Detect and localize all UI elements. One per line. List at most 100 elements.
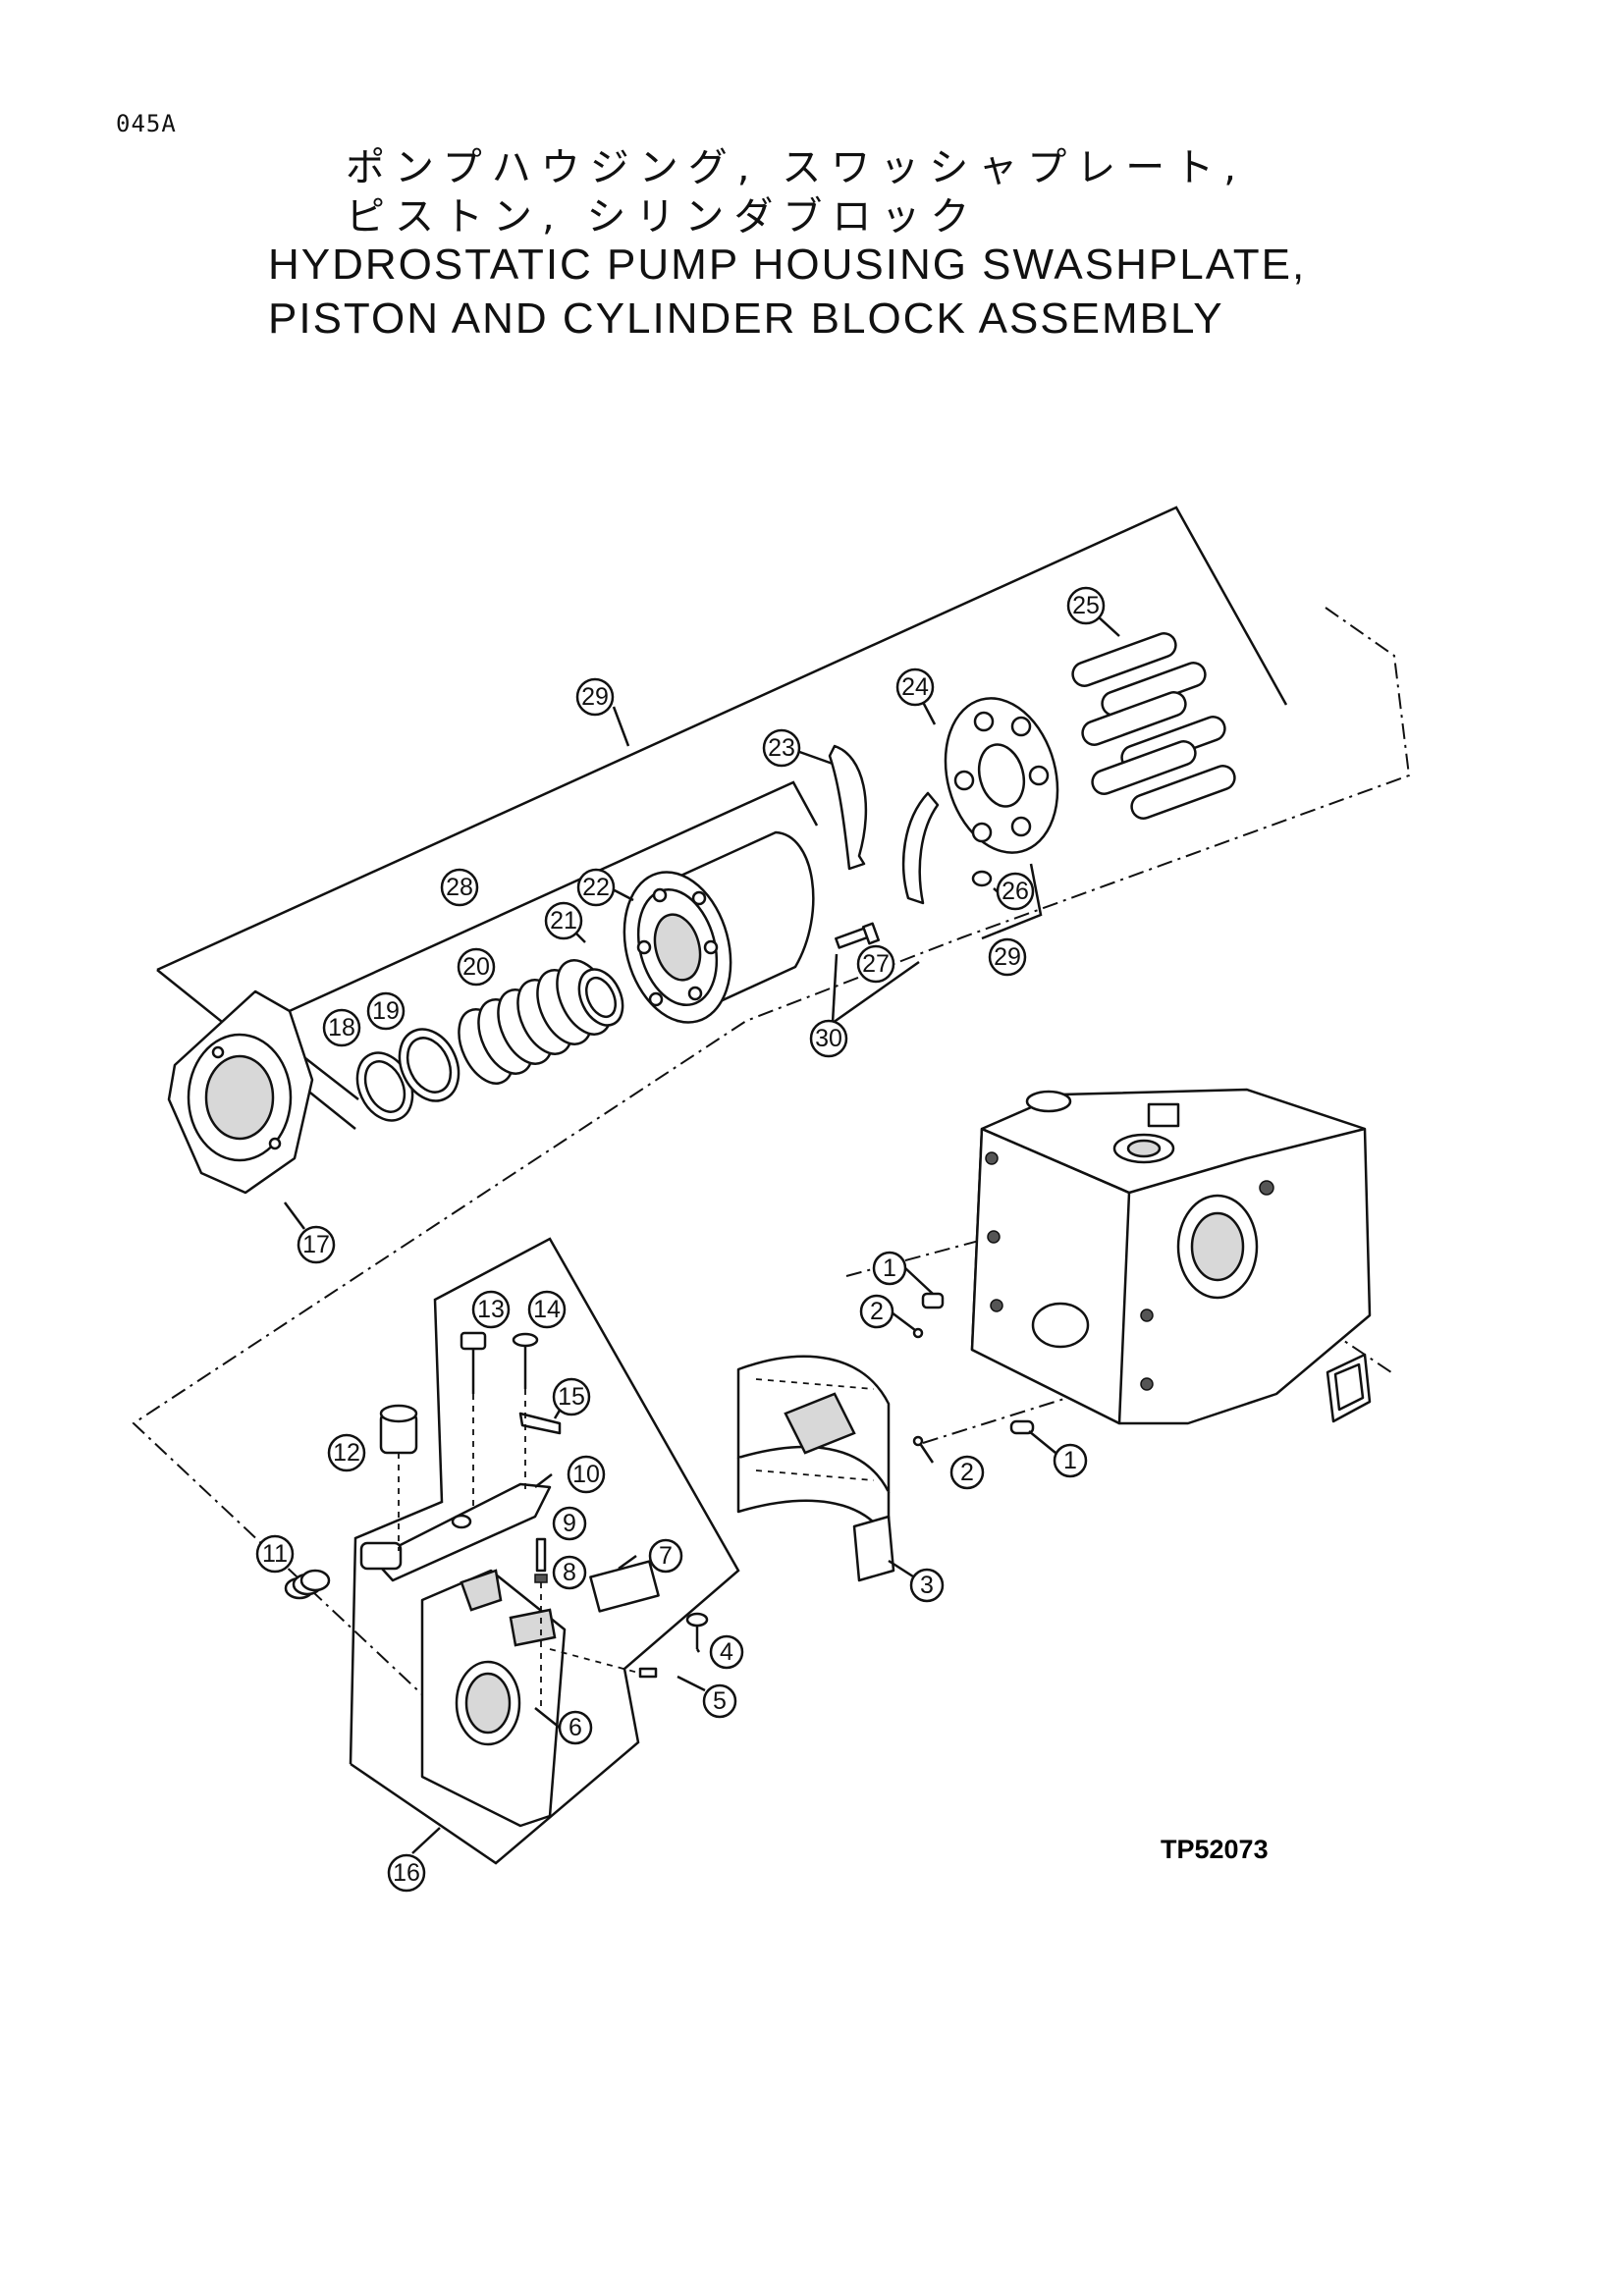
callout-label: 15 [558,1383,585,1411]
callout-5: 5 [702,1683,737,1719]
drawing-code: TP52073 [1161,1835,1269,1864]
callout-9: 9 [552,1506,587,1541]
callout-1: 1 [872,1251,907,1286]
callout-label: 17 [302,1231,330,1258]
callout-label: 7 [659,1542,673,1570]
callout-12: 12 [327,1433,366,1472]
callout-label: 5 [713,1687,727,1715]
slider-part-7 [589,1560,660,1613]
callout-label: 21 [550,907,577,934]
title-en-line-2: PISTON AND CYLINDER BLOCK ASSEMBLY [268,294,1224,343]
callout-label: 8 [563,1559,576,1586]
title-jp-line-1: ポンプハウジング, スワッシャプレート, [346,145,1246,190]
pin-part-9 [535,1537,547,1573]
callout-22: 22 [576,868,616,907]
callout-label: 1 [883,1255,896,1282]
callout-21: 21 [544,901,583,940]
bolt-part-13 [460,1331,487,1394]
callout-16: 16 [387,1853,426,1893]
retainer-part [828,744,868,871]
swashplate-part [420,1569,567,1828]
pump-housing-part [970,1088,1372,1425]
shoe-plate-part [944,697,1059,854]
callout-label: 29 [581,683,609,711]
callout-18: 18 [322,1008,361,1047]
housing-cover-plate [1326,1353,1372,1423]
callout-label: 19 [372,997,400,1025]
callout-13: 13 [471,1290,511,1329]
group-bracket-29-lower [981,863,1043,940]
callout-4: 4 [709,1634,744,1670]
callout-label: 2 [870,1298,884,1325]
ring-parts-18-19 [355,1028,460,1122]
group-bracket-16 [349,1237,740,1865]
callout-label: 2 [960,1459,974,1486]
callout-8: 8 [552,1555,587,1590]
callout-label: 1 [1063,1447,1077,1474]
alignment-line [922,1393,1081,1444]
leader-30 [831,953,920,1025]
lever-part-10 [359,1482,552,1582]
cradle-bearing-part [736,1355,895,1582]
alignment-line [549,1648,639,1674]
callout-7: 7 [648,1538,683,1574]
callout-label: 28 [446,874,473,901]
callout-label: 24 [901,673,929,701]
callout-label: 30 [815,1025,842,1052]
callout-23: 23 [762,728,801,768]
washer-part [577,968,624,1027]
retainer-part-2 [902,791,940,905]
page-id: 045A [116,110,177,137]
plug-part [971,870,993,887]
callout-label: 20 [462,953,490,981]
callout-27: 27 [856,944,895,984]
callout-15: 15 [552,1377,591,1416]
clip-part-15 [518,1412,562,1435]
callout-label: 12 [333,1439,360,1467]
callout-label: 26 [1001,878,1029,905]
callout-label: 14 [533,1296,561,1323]
callout-label: 29 [994,943,1021,971]
callout-17: 17 [297,1225,336,1264]
callout-2: 2 [949,1455,985,1490]
callout-30: 30 [809,1019,848,1058]
callout-19: 19 [366,991,406,1031]
callout-25: 25 [1066,586,1106,625]
callout-24: 24 [895,667,935,707]
title-jp-line-2: ピストン, シリンダブロック [346,194,980,240]
callout-label: 6 [568,1714,582,1741]
callout-20: 20 [457,947,496,987]
pistons-part [1071,632,1236,820]
bolt-part-4 [685,1612,709,1649]
callout-label: 10 [572,1461,600,1488]
port-plate-part [167,989,314,1195]
cylinder-block-part [623,830,815,1024]
callout-label: 23 [768,734,795,762]
callout-label: 16 [393,1859,420,1887]
callout-label: 9 [563,1510,576,1537]
screw-part-14 [512,1332,539,1389]
callout-29: 29 [575,677,615,717]
screw-part-27 [835,922,881,949]
callout-3: 3 [909,1568,945,1603]
callout-leaders [283,605,1120,1854]
spring-part-11 [284,1569,331,1600]
callout-10: 10 [567,1455,606,1494]
callout-label: 22 [582,874,610,901]
oring-part-2b [912,1435,924,1447]
callout-label: 3 [920,1572,934,1599]
nut-part-8 [534,1574,548,1583]
callout-1: 1 [1053,1443,1088,1478]
plug-part-1b [1009,1419,1035,1435]
pin-part-5 [638,1667,658,1679]
plug-part-1 [921,1292,945,1309]
oring-part-2 [912,1327,924,1339]
callout-label: 25 [1072,592,1100,619]
callout-label: 27 [862,950,890,978]
callout-label: 4 [720,1638,733,1666]
callout-28: 28 [440,868,479,907]
callout-label: 11 [262,1540,288,1568]
callout-label: 13 [477,1296,505,1323]
callout-2: 2 [859,1294,894,1329]
